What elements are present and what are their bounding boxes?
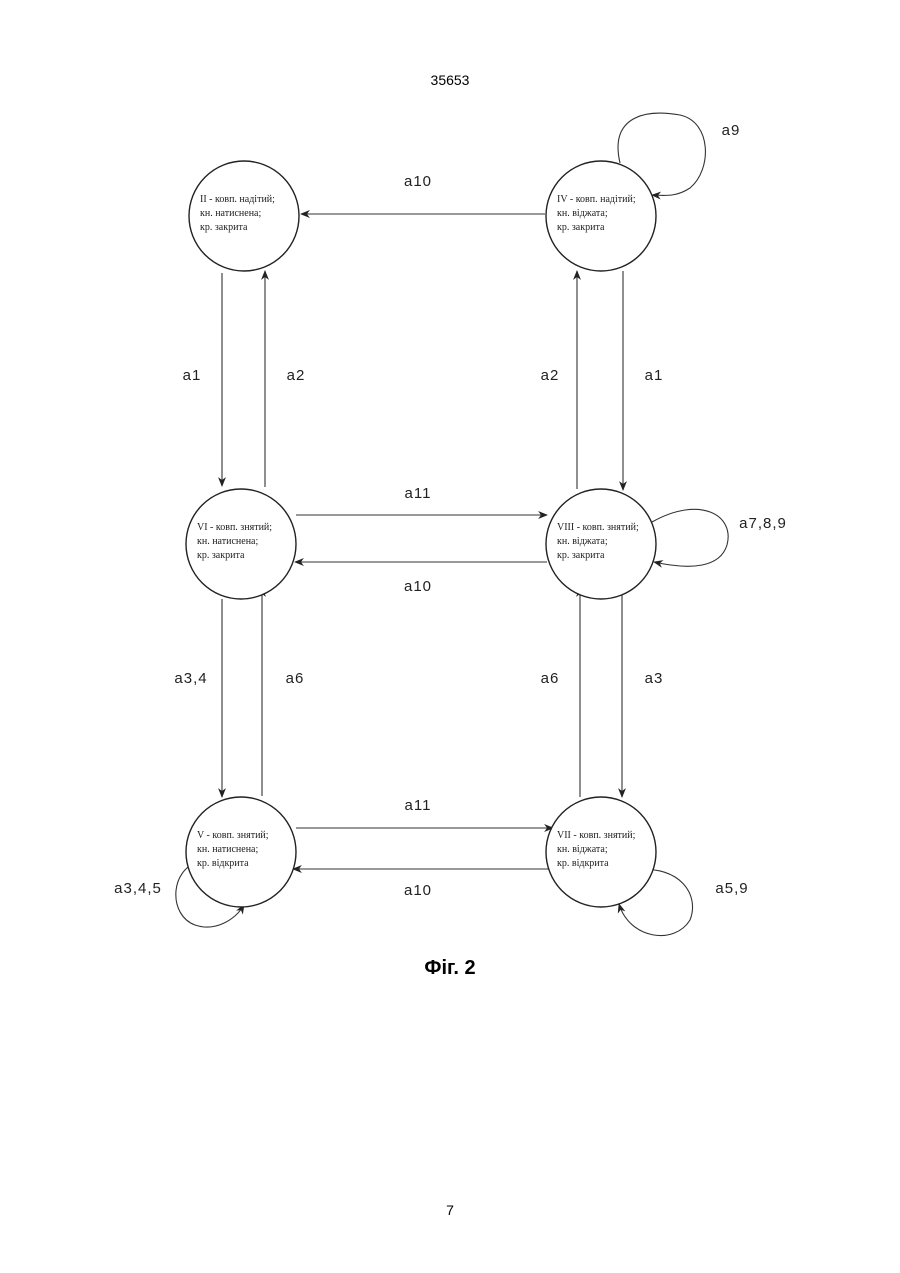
- transition-label: a3,4: [174, 670, 207, 687]
- state-node-V: V - ковп. знятий; кн. натиснена; кр. відкр…: [186, 797, 296, 907]
- figure-caption: Фіг. 2: [0, 957, 900, 980]
- transition-label: a9: [722, 122, 741, 139]
- transition-label: a11: [405, 485, 432, 502]
- state-label-line: VIII - ковп. знятий;: [557, 522, 639, 533]
- state-label-line: кр. відкрита: [557, 858, 609, 869]
- transition-label: a10: [404, 578, 432, 595]
- state-label-line: кн. віджата;: [557, 208, 608, 219]
- state-label-line: IV - ковп. надітий;: [557, 194, 636, 205]
- state-label-line: кн. віджата;: [557, 536, 608, 547]
- state-node-II: II - ковп. надітий; кн. натиснена; кр. зак…: [189, 161, 299, 271]
- state-label-line: кн. віджата;: [557, 844, 608, 855]
- states-layer: II - ковп. надітий; кн. натиснена; кр. зак…: [186, 161, 656, 907]
- state-diagram: II - ковп. надітий; кн. натиснена; кр. зак…: [0, 0, 900, 950]
- transition-label: a2: [287, 367, 306, 384]
- transition-label: a1: [645, 367, 664, 384]
- transition-label: a10: [404, 173, 432, 190]
- state-label-line: кр. відкрита: [197, 858, 249, 869]
- state-node-VII: VII - ковп. знятий; кн. віджата; кр. відкр…: [546, 797, 656, 907]
- state-node-VI: VI - ковп. знятий; кн. натиснена; кр. закр…: [186, 489, 296, 599]
- state-label-line: кн. натиснена;: [200, 208, 261, 219]
- transition-label: a3: [645, 670, 664, 687]
- transition-label: a10: [404, 882, 432, 899]
- transition-label: a3,4,5: [114, 880, 162, 897]
- transition-label: a11: [405, 797, 432, 814]
- state-label-line: кр. закрита: [197, 550, 245, 561]
- transition-label: a2: [541, 367, 560, 384]
- state-label-line: кр. закрита: [557, 222, 605, 233]
- state-label-line: кн. натиснена;: [197, 844, 258, 855]
- transition-label: a6: [286, 670, 305, 687]
- state-label-line: V - ковп. знятий;: [197, 830, 269, 841]
- state-label-line: II - ковп. надітий;: [200, 194, 275, 205]
- transition-label: a1: [183, 367, 202, 384]
- page-number: 7: [0, 1202, 900, 1218]
- transition-label: a6: [541, 670, 560, 687]
- transition-label: a5,9: [715, 880, 748, 897]
- state-label-line: кр. закрита: [557, 550, 605, 561]
- state-label-line: VI - ковп. знятий;: [197, 522, 272, 533]
- state-label-line: кр. закрита: [200, 222, 248, 233]
- state-label-line: VII - ковп. знятий;: [557, 830, 636, 841]
- transition-edge-viii-to-viii: [652, 509, 728, 566]
- transition-label: a7,8,9: [739, 515, 787, 532]
- state-node-VIII: VIII - ковп. знятий; кн. віджата; кр. закр…: [546, 489, 656, 599]
- state-node-IV: IV - ковп. надітий; кн. віджата; кр. закри…: [546, 161, 656, 271]
- state-label-line: кн. натиснена;: [197, 536, 258, 547]
